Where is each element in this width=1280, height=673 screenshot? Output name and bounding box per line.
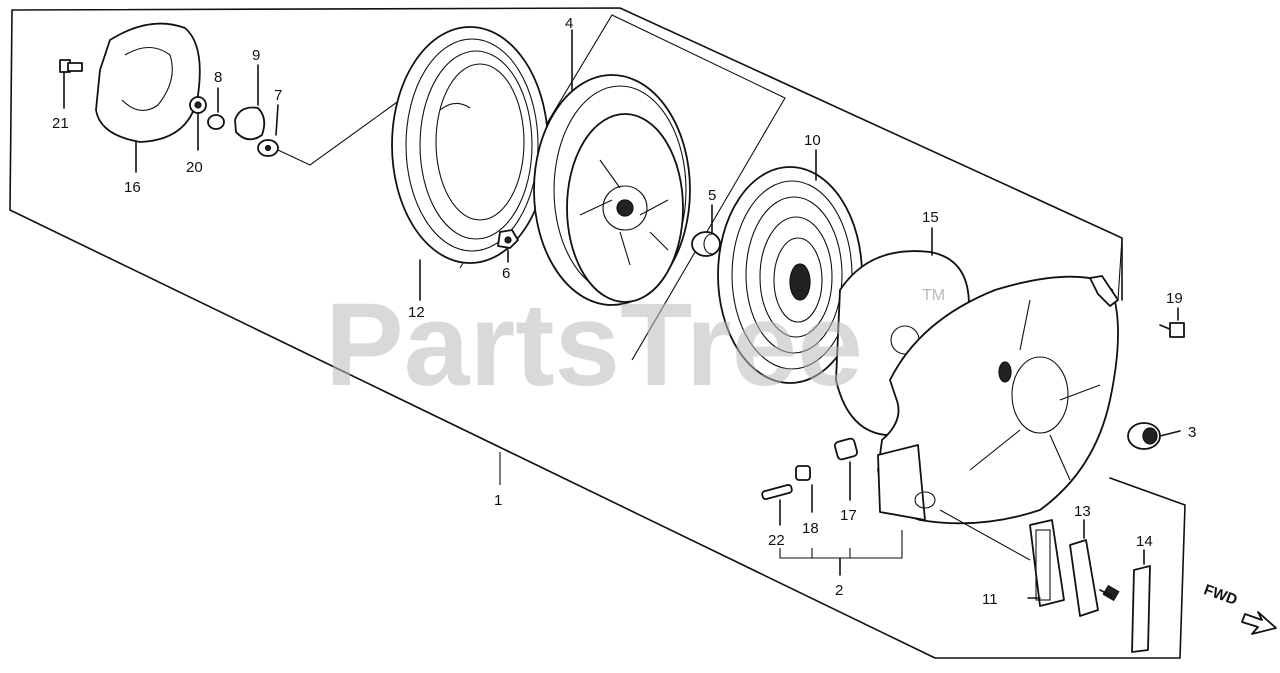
watermark-text: PartsTree	[325, 279, 863, 411]
part-2-bracket	[779, 530, 903, 576]
callout-8: 8	[214, 69, 222, 86]
callout-4: 4	[565, 15, 573, 32]
callout-16: 16	[124, 179, 141, 196]
callout-18: 18	[802, 520, 819, 537]
main-housing	[877, 275, 1119, 525]
part-13-insert	[1069, 519, 1099, 617]
callout-17: 17	[840, 507, 857, 524]
part-5-collar	[691, 204, 721, 257]
part-17-pin	[834, 437, 858, 501]
part-14-strip	[1131, 549, 1151, 653]
callout-12: 12	[408, 304, 425, 321]
fwd-arrow-icon	[1241, 611, 1277, 635]
callout-5: 5	[708, 187, 716, 204]
callout-20: 20	[186, 159, 203, 176]
callout-15: 15	[922, 209, 939, 226]
part-11-handle	[939, 509, 1065, 607]
part-21-bolt	[59, 59, 83, 109]
callout-11: 11	[982, 591, 998, 608]
watermark-trademark: TM	[922, 287, 945, 304]
part-18-ratchet	[795, 465, 813, 513]
callout-1: 1	[494, 492, 502, 509]
callout-21: 21	[52, 115, 69, 132]
callout-19: 19	[1166, 290, 1183, 307]
callout-14: 14	[1136, 533, 1153, 550]
assembly-boundary	[9, 7, 1186, 659]
part-16-cover	[95, 22, 201, 173]
part-8-washer	[207, 87, 225, 130]
callout-9: 9	[252, 47, 260, 64]
callout-10: 10	[804, 132, 821, 149]
handle-bolt	[1099, 584, 1120, 602]
part-19-bolt	[1159, 307, 1185, 338]
callout-7: 7	[274, 87, 282, 104]
part-12-rope-coil	[391, 26, 549, 301]
part-6-nut	[497, 229, 519, 263]
callout-3: 3	[1188, 424, 1196, 441]
callout-13: 13	[1074, 503, 1091, 520]
fwd-label: FWD	[1202, 581, 1240, 609]
callout-22: 22	[768, 532, 785, 549]
part-20-washer	[189, 96, 207, 151]
part-4-pulley	[533, 29, 691, 306]
part-22-pin	[761, 484, 793, 526]
part-7-washer	[257, 99, 401, 166]
part-3-bushing	[1127, 422, 1181, 450]
callout-2: 2	[835, 582, 843, 599]
callout-6: 6	[502, 265, 510, 282]
part-9-clip	[234, 64, 266, 141]
